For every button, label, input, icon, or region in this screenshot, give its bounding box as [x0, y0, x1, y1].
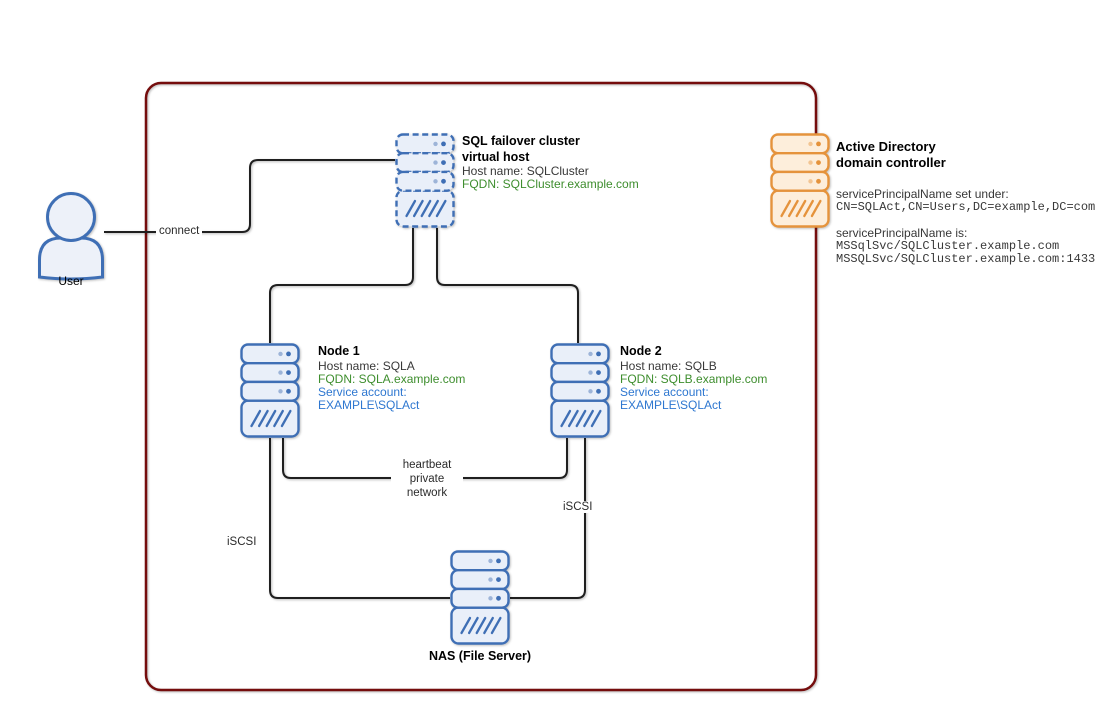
ad-spn-value2: MSSQLSvc/SQLCluster.example.com:1433 — [836, 251, 1096, 266]
node2-fqdn: FQDN: SQLB.example.com — [620, 371, 768, 386]
node1-fqdn: FQDN: SQLA.example.com — [318, 371, 466, 386]
ad-server-icon — [770, 133, 830, 228]
heartbeat-label-line3: network — [406, 486, 448, 499]
node2-service-account-value: EXAMPLE\SQLAct — [620, 398, 722, 413]
ad-title-line2: domain controller — [836, 155, 946, 170]
node2-service-account-label: Service account: — [620, 385, 709, 400]
virtual-host-server-icon — [395, 133, 455, 228]
ad-spn-is-label: servicePrincipalName is: — [836, 225, 968, 240]
node2-label: Node 2 Host name: SQLB FQDN: SQLB.exampl… — [620, 344, 767, 413]
heartbeat-label-line1: heartbeat — [402, 459, 452, 471]
heartbeat-edge-label: heartbeat private network — [391, 459, 463, 501]
edge-vhost-node2 — [436, 228, 579, 343]
user-label: User — [58, 274, 84, 288]
iscsi-left-label: iSCSI — [224, 536, 260, 548]
edge-iscsi-node1-nas — [269, 438, 450, 599]
ad-spn-set-label: servicePrincipalName set under: — [836, 187, 1009, 201]
virtual-host-title-line2: virtual host — [462, 149, 530, 164]
edge-vhost-node1 — [269, 228, 414, 343]
ad-spn-dn: CN=SQLAct,CN=Users,DC=example,DC=com — [836, 200, 1096, 215]
ad-title-line1: Active Directory — [836, 139, 936, 154]
node2-title: Node 2 — [620, 344, 662, 358]
virtual-host-title-line1: SQL failover cluster — [462, 134, 580, 148]
nas-server-icon — [450, 550, 510, 645]
nas-label: NAS (File Server) — [428, 649, 532, 663]
virtual-host-fqdn: FQDN: SQLCluster.example.com — [462, 177, 639, 192]
node1-label: Node 1 Host name: SQLA FQDN: SQLA.exampl… — [318, 344, 465, 413]
user-icon — [37, 192, 105, 282]
connect-edge-label: connect — [156, 225, 203, 237]
node2-server-icon — [550, 343, 610, 438]
heartbeat-label-line2: private — [409, 472, 445, 485]
virtual-host-hostname: Host name: SQLCluster — [462, 164, 589, 178]
cluster-boundary-box — [144, 81, 818, 692]
ad-spn-value1: MSSqlSvc/SQLCluster.example.com — [836, 239, 1060, 254]
node1-hostname: Host name: SQLA — [318, 358, 415, 373]
node1-service-account-label: Service account: — [318, 385, 407, 400]
edge-iscsi-node2-nas — [510, 438, 586, 599]
node1-server-icon — [240, 343, 300, 438]
node1-title: Node 1 — [318, 344, 360, 358]
edge-user-connect — [104, 159, 395, 233]
ad-label: Active Directory domain controller servi… — [836, 139, 1095, 265]
node1-service-account-value: EXAMPLE\SQLAct — [318, 398, 420, 413]
iscsi-right-label: iSCSI — [560, 501, 596, 513]
node2-hostname: Host name: SQLB — [620, 358, 717, 373]
virtual-host-label: SQL failover cluster virtual host Host n… — [462, 134, 639, 192]
